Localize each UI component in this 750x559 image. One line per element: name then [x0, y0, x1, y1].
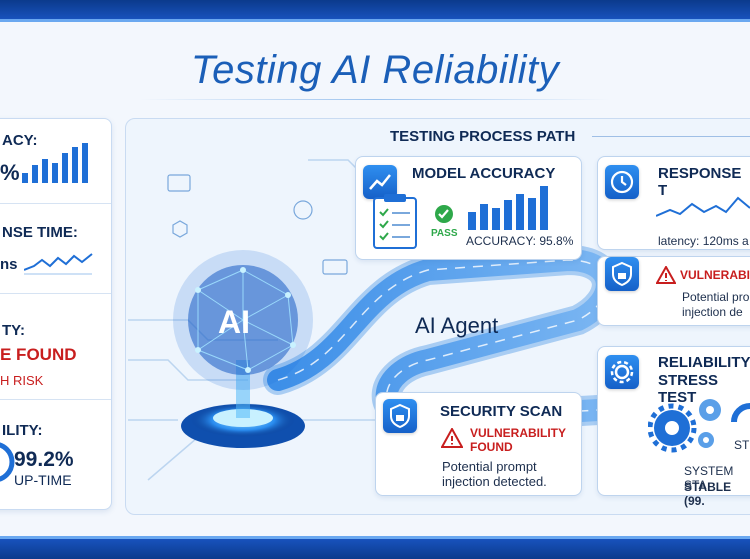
response-value: ns	[0, 256, 18, 273]
chart-line-icon	[363, 165, 397, 199]
stable-label: STABLE (99.	[684, 480, 732, 508]
title-underline	[140, 99, 610, 100]
divider	[0, 399, 111, 400]
gear-icon	[605, 355, 639, 389]
divider	[0, 293, 111, 294]
response-label: NSE TIME:	[2, 224, 78, 241]
reliability-title-1: RELIABILITY	[658, 354, 750, 371]
model-accuracy-title: MODEL ACCURACY	[412, 165, 556, 182]
stress-label: STF	[734, 438, 750, 452]
reliability-value: 99.2%	[14, 448, 74, 471]
accuracy-label: ACY:	[2, 132, 38, 149]
security-status-1: VULNERABILITY	[470, 426, 566, 440]
process-title: TESTING PROCESS PATH	[390, 128, 576, 145]
security-status: E FOUND	[0, 345, 77, 364]
stress-gauge-icon	[731, 403, 750, 423]
top-band	[0, 0, 750, 22]
pass-label: PASS	[431, 228, 458, 239]
ai-agent-label: AI Agent	[415, 313, 499, 338]
bottom-band	[0, 536, 750, 559]
accuracy-bars-icon	[22, 143, 88, 183]
gears-icon	[648, 399, 721, 453]
reliability-sub: UP-TIME	[14, 472, 72, 488]
response-time-title: RESPONSE T	[658, 165, 742, 199]
clock-icon	[605, 165, 639, 199]
process-title-line	[592, 136, 750, 137]
security-desc-1: Potential prompt	[442, 459, 537, 474]
ai-core-label: AI	[218, 304, 250, 340]
vulnerability-line1: Potential pro	[682, 290, 750, 304]
vulnerability-line2: injection de	[682, 305, 743, 319]
security-desc-2: injection detected.	[442, 474, 547, 489]
metrics-panel	[0, 118, 112, 510]
security-scan-title: SECURITY SCAN	[440, 403, 563, 420]
page-title: Testing AI Reliability	[190, 48, 560, 92]
reliability-label: ILITY:	[2, 422, 43, 439]
security-status-2: FOUND	[470, 440, 513, 454]
security-risk: H RISK	[0, 373, 44, 388]
system-status-label: SYSTEM STA	[684, 464, 734, 492]
accuracy-value: %	[0, 160, 20, 185]
vulnerability-title-right: VULNERABILI	[680, 268, 750, 282]
warning-icon	[656, 266, 676, 284]
latency-trend-icon	[656, 196, 750, 217]
reliability-title-2: STRESS TEST	[658, 372, 719, 406]
latency-text: latency: 120ms a	[658, 234, 749, 248]
divider	[0, 203, 111, 204]
shield-lock-icon	[383, 399, 417, 433]
reliability-gauge-icon	[0, 442, 15, 482]
check-circle-icon	[435, 205, 453, 223]
response-trend-icon	[24, 253, 93, 275]
checklist-icon	[373, 194, 417, 249]
accuracy-bar-chart-icon	[468, 186, 548, 230]
accuracy-text: ACCURACY: 95.8%	[466, 234, 574, 248]
warning-icon	[441, 428, 463, 448]
security-label: TY:	[2, 322, 26, 339]
shield-lock-icon	[605, 257, 639, 291]
